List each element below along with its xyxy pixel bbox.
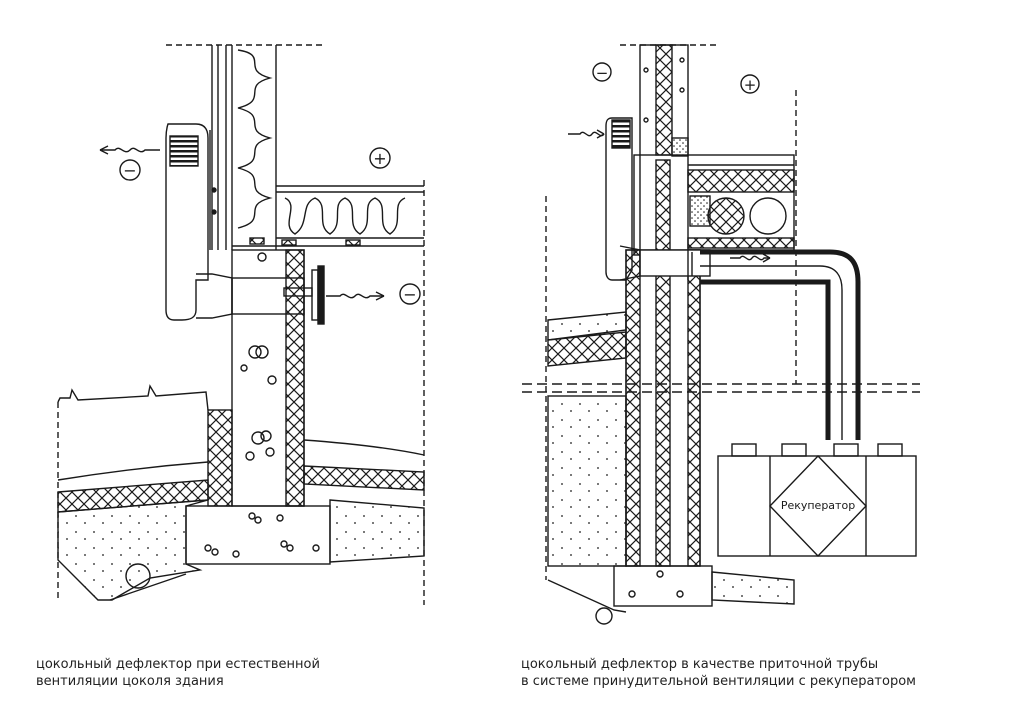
svg-text:−: − xyxy=(123,161,136,180)
svg-text:+: + xyxy=(744,76,757,94)
right-exhaust-pipe xyxy=(700,279,831,440)
right-deflector-body xyxy=(605,117,633,281)
left-outside-minus-sign: − xyxy=(399,283,421,305)
right-caption-line1: цокольный дефлектор в качестве приточной… xyxy=(521,657,879,672)
left-caption: цокольный дефлектор при естественной вен… xyxy=(36,656,320,690)
left-caption-line1: цокольный дефлектор при естественной xyxy=(36,657,320,672)
left-plus-sign: + xyxy=(369,147,391,169)
right-diagram xyxy=(522,44,920,625)
right-plus-sign: + xyxy=(740,74,760,94)
left-airflow-out-arrow xyxy=(326,293,384,299)
recuperator-body xyxy=(717,455,917,557)
right-minus-sign: − xyxy=(592,62,612,82)
left-wall-insulation xyxy=(237,49,273,229)
right-duct-airflow-arrow xyxy=(730,255,770,261)
left-deflector-body xyxy=(165,123,209,321)
left-drain-pipe xyxy=(125,563,151,589)
left-deflector-grille xyxy=(169,135,199,167)
svg-text:+: + xyxy=(373,149,386,168)
recuperator-label: Рекуператор xyxy=(781,499,855,512)
right-deflector-grille xyxy=(611,119,631,149)
right-airflow-in-arrow xyxy=(568,131,605,137)
left-right-gravel-layer xyxy=(303,465,425,491)
right-supply-duct xyxy=(639,249,711,277)
left-outer-insulation xyxy=(207,409,233,507)
recuperator-heat-exchanger xyxy=(769,454,867,558)
left-airflow-in-arrow xyxy=(100,147,160,153)
left-floor-insulation xyxy=(284,197,406,235)
svg-text:−: − xyxy=(403,285,416,304)
left-footing xyxy=(185,505,331,565)
left-outlet-grille xyxy=(311,269,319,321)
right-gravel-layer xyxy=(547,331,627,367)
right-caption: цокольный дефлектор в качестве приточной… xyxy=(521,656,916,690)
left-diagram xyxy=(57,44,425,605)
left-caption-line2: вентиляции цоколя здания xyxy=(36,674,224,689)
svg-text:−: − xyxy=(596,64,609,82)
right-drain-pipe xyxy=(595,607,613,625)
right-caption-line2: в системе принудительной вентиляции с ре… xyxy=(521,674,916,689)
left-ground-surface xyxy=(57,384,209,411)
right-supply-pipe xyxy=(700,249,861,440)
left-minus-sign: − xyxy=(119,159,141,181)
